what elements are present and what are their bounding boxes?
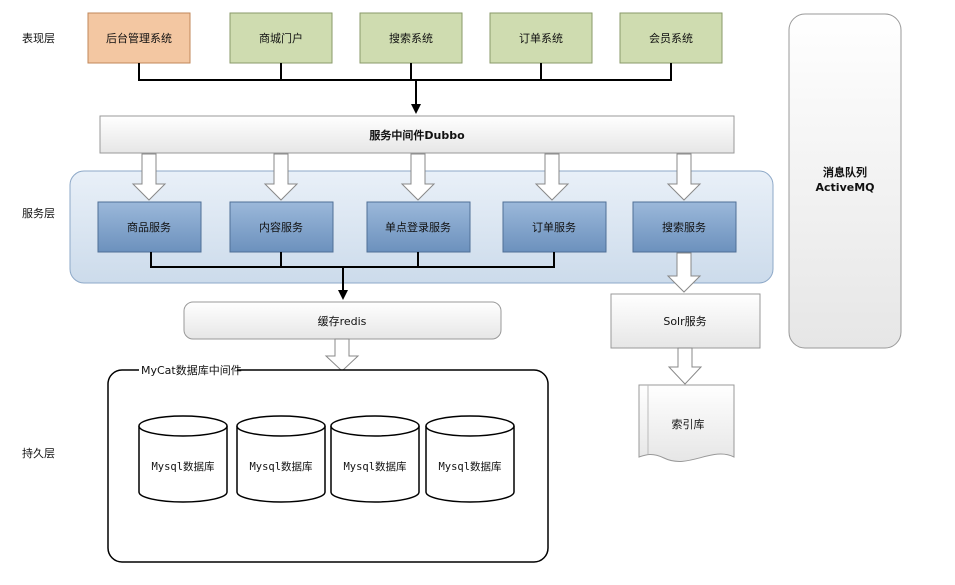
mysql-database-label: Mysql数据库: [249, 460, 312, 473]
dubbo-middleware: 服务中间件Dubbo: [99, 115, 735, 154]
presentation-system-admin-label: 后台管理系统: [106, 31, 172, 45]
index-library: 索引库: [638, 384, 735, 462]
service-content-label: 内容服务: [259, 220, 303, 234]
hollow-arrow-icon: [324, 338, 360, 372]
service-search-label: 搜索服务: [662, 220, 706, 234]
mysql-database-label: Mysql数据库: [151, 460, 214, 473]
dubbo-to-service-arrows: [131, 153, 702, 201]
mysql-database: Mysql数据库: [138, 415, 228, 503]
service-sso: 单点登录服务: [366, 201, 471, 253]
solr-service-label: Solr服务: [663, 315, 706, 328]
hollow-arrow-icon: [667, 347, 703, 385]
message-queue-label-line2: ActiveMQ: [816, 181, 875, 194]
presentation-system-admin: 后台管理系统: [87, 12, 191, 64]
hollow-arrow-icon: [400, 153, 436, 201]
hollow-arrow-icon: [263, 153, 299, 201]
presentation-system-order-label: 订单系统: [519, 32, 563, 45]
presentation-system-member-label: 会员系统: [649, 32, 693, 45]
mysql-database-label: Mysql数据库: [438, 460, 501, 473]
dubbo-middleware-label: 服务中间件Dubbo: [369, 128, 465, 142]
service-content: 内容服务: [229, 201, 334, 253]
service-to-redis-connectors: [150, 252, 555, 300]
message-queue: 消息队列 ActiveMQ: [788, 13, 902, 349]
presentation-system-order: 订单系统: [489, 12, 593, 64]
hollow-arrow-icon: [534, 153, 570, 201]
mysql-database: Mysql数据库: [236, 415, 326, 503]
mycat-container-label: MyCat数据库中间件: [141, 363, 242, 377]
service-product: 商品服务: [97, 201, 202, 253]
mysql-database: Mysql数据库: [330, 415, 420, 503]
service-product-label: 商品服务: [127, 220, 171, 234]
presentation-system-member: 会员系统: [619, 12, 723, 64]
service-search: 搜索服务: [632, 201, 737, 253]
mysql-database-label: Mysql数据库: [343, 460, 406, 473]
presentation-system-search-label: 搜索系统: [389, 31, 433, 45]
layer-label-persistence: 持久层: [22, 446, 55, 460]
hollow-arrow-icon: [666, 153, 702, 201]
presentation-system-portal: 商城门户: [229, 12, 333, 64]
layer-label-presentation: 表现层: [22, 31, 55, 45]
index-library-label: 索引库: [672, 417, 705, 431]
presentation-system-portal-label: 商城门户: [259, 31, 303, 45]
solr-service: Solr服务: [610, 293, 761, 349]
redis-cache-label: 缓存redis: [318, 314, 367, 328]
service-order: 订单服务: [502, 201, 607, 253]
presentation-connectors: [138, 63, 672, 114]
hollow-arrow-icon: [131, 153, 167, 201]
presentation-system-search: 搜索系统: [359, 12, 463, 64]
service-order-label: 订单服务: [532, 221, 576, 234]
message-queue-label-line1: 消息队列: [823, 165, 867, 179]
service-sso-label: 单点登录服务: [385, 220, 451, 234]
hollow-arrow-icon: [666, 252, 702, 293]
mycat-container: MyCat数据库中间件: [107, 362, 549, 563]
redis-cache: 缓存redis: [183, 301, 502, 340]
layer-label-service: 服务层: [22, 207, 55, 220]
mysql-database: Mysql数据库: [425, 415, 515, 503]
